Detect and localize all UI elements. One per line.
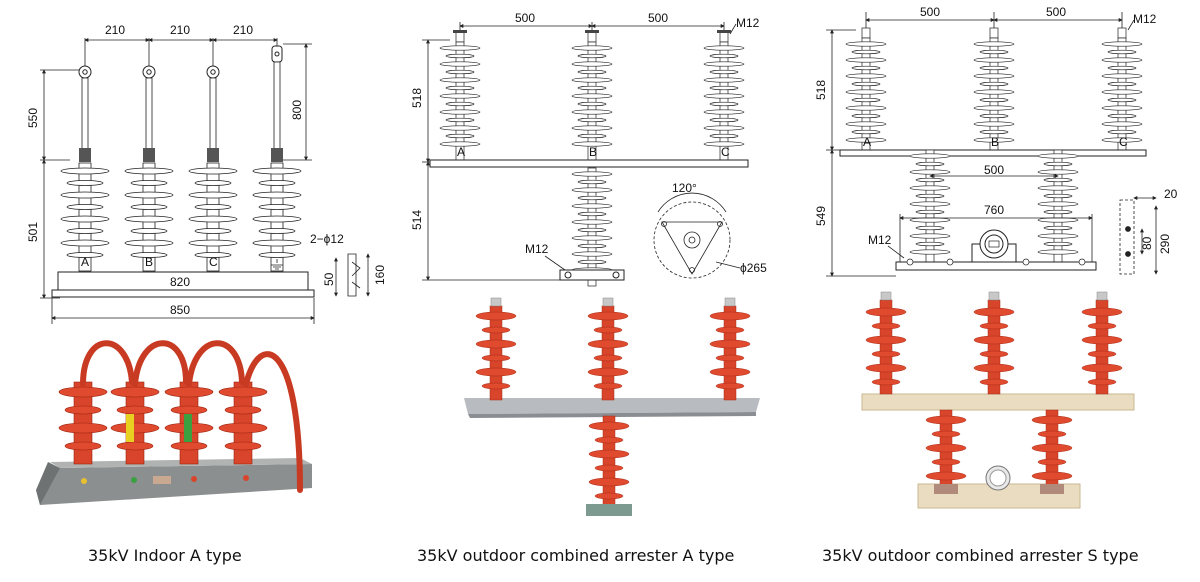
dim-w1: 500: [920, 5, 940, 19]
side-bracket-detail: [1119, 196, 1158, 275]
terminal-cap-a: [452, 29, 468, 43]
arrester-body-ground: [252, 162, 302, 272]
outdoor-a-photo: [464, 297, 760, 516]
arrester-body-c: [703, 41, 745, 161]
dim-160: 160: [373, 265, 387, 285]
arrester-body-c: [1101, 37, 1143, 151]
terminal-cap-c: [716, 29, 732, 43]
dim-thread-top: M12: [1133, 12, 1157, 26]
dim-290: 290: [1158, 234, 1172, 254]
outdoor-a-drawing: 500 500 M12 A B C 518 514 M12: [410, 11, 767, 516]
cross-bar: [839, 149, 1147, 157]
outdoor-s-photo: [861, 291, 1135, 509]
dim-h-top: 518: [814, 80, 828, 100]
dim-diameter: ϕ265: [740, 261, 767, 275]
dim-w2: 500: [1046, 5, 1066, 19]
arrester-body-b: [571, 41, 613, 161]
arrester-body-lower: [571, 167, 613, 287]
dim-w1: 210: [105, 23, 125, 37]
indoor-a-photo: [36, 340, 312, 505]
terminal-lead-a: [78, 65, 92, 163]
arrester-body-lower-right: [1037, 149, 1079, 263]
ground-symbol-icon: [271, 259, 283, 270]
dim-80: 80: [1140, 236, 1154, 250]
phase-label-c: C: [1119, 135, 1128, 149]
panel-outdoor-a-type: 500 500 M12 A B C 518 514 M12: [400, 0, 800, 582]
panel-outdoor-s-type: 500 500 M12 A B C 500 760: [800, 0, 1200, 582]
arrester-body-a: [845, 37, 887, 151]
arrester-body-b: [973, 37, 1015, 151]
terminal-lead-b: [142, 65, 156, 163]
caption-indoor-a: 35kV Indoor A type: [88, 546, 242, 565]
dim-thread-top: M12: [736, 16, 760, 30]
dim-angle: 120°: [672, 181, 697, 195]
dim-h-right: 800: [290, 100, 304, 120]
caption-outdoor-s: 35kV outdoor combined arrester S type: [822, 546, 1139, 565]
phase-label-c: C: [721, 145, 730, 159]
phase-label-b: B: [991, 135, 999, 149]
dim-h-bottom: 514: [410, 210, 424, 230]
dim-thread-bottom: M12: [868, 233, 892, 247]
dim-h-body: 501: [26, 222, 40, 242]
arrester-body-a: [439, 41, 481, 161]
side-bracket-detail: [334, 253, 370, 297]
terminal-lead-c: [206, 65, 220, 163]
dim-w-inner: 820: [170, 275, 190, 289]
dim-thread-bottom: M12: [525, 242, 549, 256]
terminal-cap-b: [584, 29, 600, 43]
dim-w2: 500: [648, 11, 668, 25]
dim-20: 20: [1164, 187, 1178, 201]
cross-bar: [429, 159, 749, 168]
lower-base: [559, 269, 625, 281]
outdoor-s-drawing: 500 500 M12 A B C 500 760: [814, 5, 1178, 509]
phase-label-a: A: [457, 145, 465, 159]
dim-h-top: 518: [410, 88, 424, 108]
phase-label-c: C: [209, 255, 218, 269]
dim-w-base: 760: [984, 203, 1004, 217]
phase-label-b: B: [145, 255, 153, 269]
base-plate: [51, 289, 315, 298]
dim-w3: 210: [233, 23, 253, 37]
dim-w-outer: 850: [170, 303, 190, 317]
lower-base: [895, 261, 1097, 271]
terminal-lead-ground: [271, 45, 283, 162]
panel-indoor-a-type: 210 210 210 550 501 800 A: [0, 0, 400, 582]
dim-h-lower: 549: [814, 206, 828, 226]
dim-50: 50: [322, 272, 336, 286]
plan-view-detail: [653, 192, 741, 279]
dim-w1: 500: [515, 11, 535, 25]
dim-w2: 210: [170, 23, 190, 37]
caption-outdoor-a: 35kV outdoor combined arrester A type: [417, 546, 735, 565]
dim-h-top: 550: [26, 108, 40, 128]
phase-label-a: A: [863, 135, 871, 149]
discharge-counter-icon: [971, 229, 1017, 263]
dim-w-lower: 500: [984, 163, 1004, 177]
phase-label-a: A: [81, 255, 89, 269]
arrester-body-lower-left: [909, 149, 951, 263]
indoor-a-drawing: 210 210 210 550 501 800 A: [26, 23, 387, 505]
phase-label-b: B: [589, 145, 597, 159]
dim-hole: 2−ϕ12: [310, 232, 344, 246]
